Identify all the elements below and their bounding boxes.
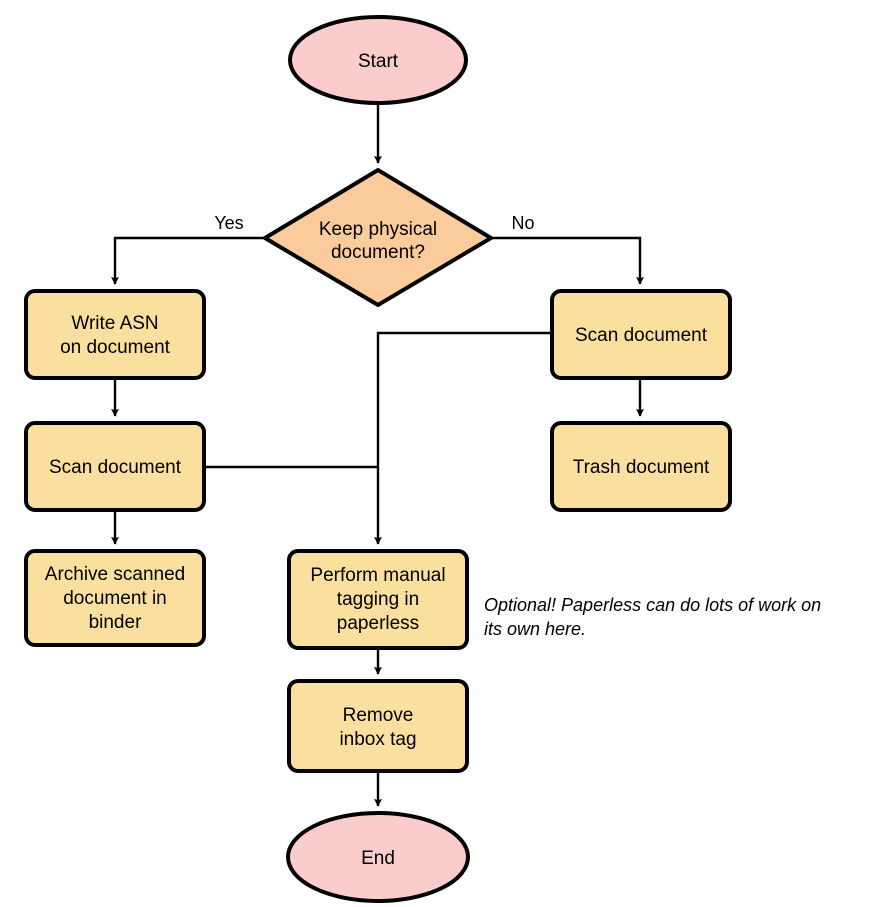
edge-decision-yes-to-write-asn [111,236,265,285]
remove-inbox-box-shape [287,679,469,773]
end-ellipse-shape [286,811,470,903]
node-start[interactable]: Start [288,15,468,105]
write-asn-box-shape [24,289,206,380]
node-perform-manual-tagging[interactable]: Perform manual tagging in paperless [287,549,469,650]
edge-label-no: No [511,213,534,233]
archive-box-shape [24,549,206,647]
node-scan-document-right[interactable]: Scan document [550,289,732,380]
decision-diamond-shape [263,168,493,307]
node-scan-document-left[interactable]: Scan document [24,421,206,512]
node-write-asn-on-document[interactable]: Write ASN on document [24,289,206,380]
start-ellipse-shape [288,15,468,105]
edge-decision-no-to-scan-right [491,236,644,285]
node-decision-keep-physical-document[interactable]: Keep physical document? [263,168,493,307]
node-trash-document[interactable]: Trash document [550,421,732,512]
edge-scan-right-to-tagging [374,331,552,545]
trash-document-box-shape [550,421,732,512]
scan-document-right-box-shape [550,289,732,380]
node-end[interactable]: End [286,811,470,903]
annotation-line2: its own here. [484,619,586,639]
node-archive-scanned-document[interactable]: Archive scanned document in binder [24,549,206,647]
node-remove-inbox-tag[interactable]: Remove inbox tag [287,679,469,773]
tagging-box-shape [287,549,469,650]
scan-document-left-box-shape [24,421,206,512]
edge-label-yes: Yes [214,213,243,233]
annotation-line1: Optional! Paperless can do lots of work … [484,595,821,615]
